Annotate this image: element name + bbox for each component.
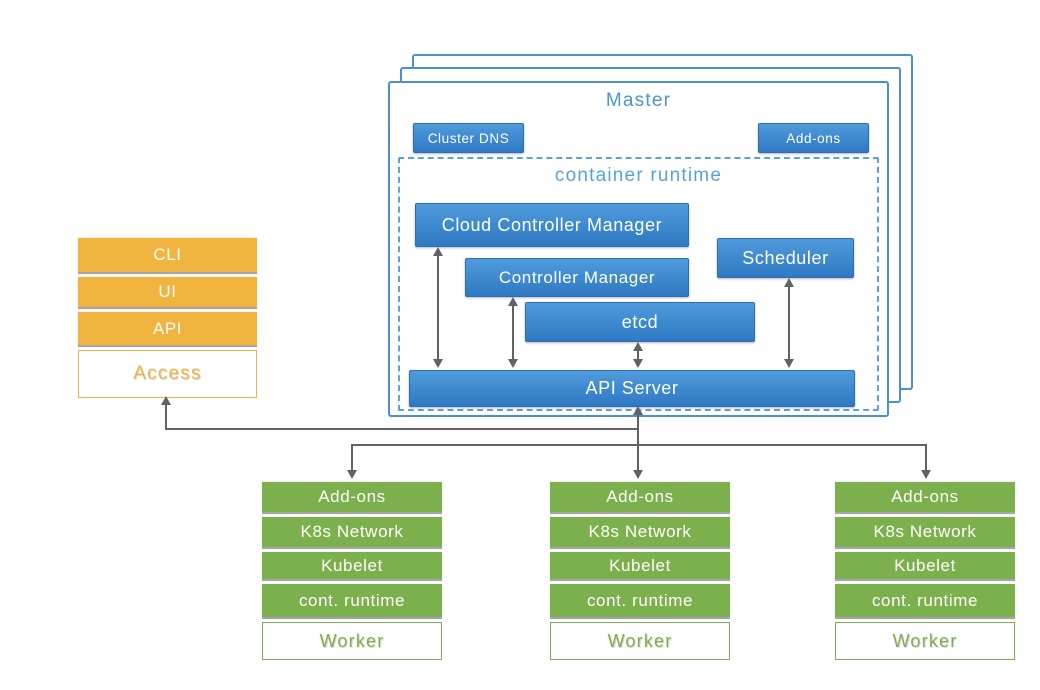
worker-cont-runtime-box: cont. runtime	[550, 584, 730, 619]
arrowhead-to-worker-1-icon	[347, 470, 357, 479]
arrow-cloud-controller-manager-api-server-icon	[432, 247, 444, 368]
connector-worker-1-vertical	[351, 444, 353, 471]
cli-box: CLI	[78, 238, 257, 274]
worker-kubelet-box: Kubelet	[262, 552, 442, 581]
connector-api-server-trunk	[637, 414, 639, 471]
worker-k8s-network-box: K8s Network	[262, 517, 442, 549]
access-label: Access	[78, 350, 257, 398]
worker-label: Worker	[262, 622, 442, 660]
connector-worker-3-vertical	[925, 444, 927, 471]
worker-kubelet-box: Kubelet	[550, 552, 730, 581]
worker-node-3: Add-ons K8s Network Kubelet cont. runtim…	[835, 482, 1015, 660]
worker-node-2: Add-ons K8s Network Kubelet cont. runtim…	[550, 482, 730, 660]
cluster-dns-box: Cluster DNS	[413, 123, 524, 153]
worker-addons-box: Add-ons	[550, 482, 730, 514]
worker-label: Worker	[835, 622, 1015, 660]
worker-addons-box: Add-ons	[835, 482, 1015, 514]
arrowhead-to-access-icon	[161, 396, 171, 405]
ui-box: UI	[78, 277, 257, 309]
arrowhead-to-worker-2-icon	[633, 470, 643, 479]
container-runtime-title: container runtime	[554, 165, 723, 186]
connector-access-vertical	[165, 404, 167, 430]
connector-workers-horizontal	[351, 444, 927, 446]
arrowhead-to-api-server-icon	[633, 406, 643, 415]
arrow-scheduler-api-server-icon	[783, 278, 795, 368]
worker-node-1: Add-ons K8s Network Kubelet cont. runtim…	[262, 482, 442, 660]
worker-k8s-network-box: K8s Network	[550, 517, 730, 549]
worker-cont-runtime-box: cont. runtime	[262, 584, 442, 619]
controller-manager-box: Controller Manager	[465, 258, 689, 297]
access-stack: CLI UI API Access	[78, 238, 257, 398]
arrow-controller-manager-api-server-icon	[507, 297, 519, 368]
addons-master-box: Add-ons	[758, 123, 869, 153]
api-server-box: API Server	[409, 370, 855, 407]
api-box: API	[78, 312, 257, 347]
worker-kubelet-box: Kubelet	[835, 552, 1015, 581]
worker-k8s-network-box: K8s Network	[835, 517, 1015, 549]
worker-label: Worker	[550, 622, 730, 660]
connector-access-horizontal	[165, 428, 639, 430]
worker-cont-runtime-box: cont. runtime	[835, 584, 1015, 619]
scheduler-box: Scheduler	[717, 238, 854, 278]
arrowhead-to-worker-3-icon	[921, 470, 931, 479]
worker-addons-box: Add-ons	[262, 482, 442, 514]
arrow-etcd-api-server-icon	[632, 342, 644, 368]
etcd-box: etcd	[525, 302, 755, 342]
cloud-controller-manager-box: Cloud Controller Manager	[415, 203, 689, 247]
master-title: Master	[605, 90, 672, 111]
